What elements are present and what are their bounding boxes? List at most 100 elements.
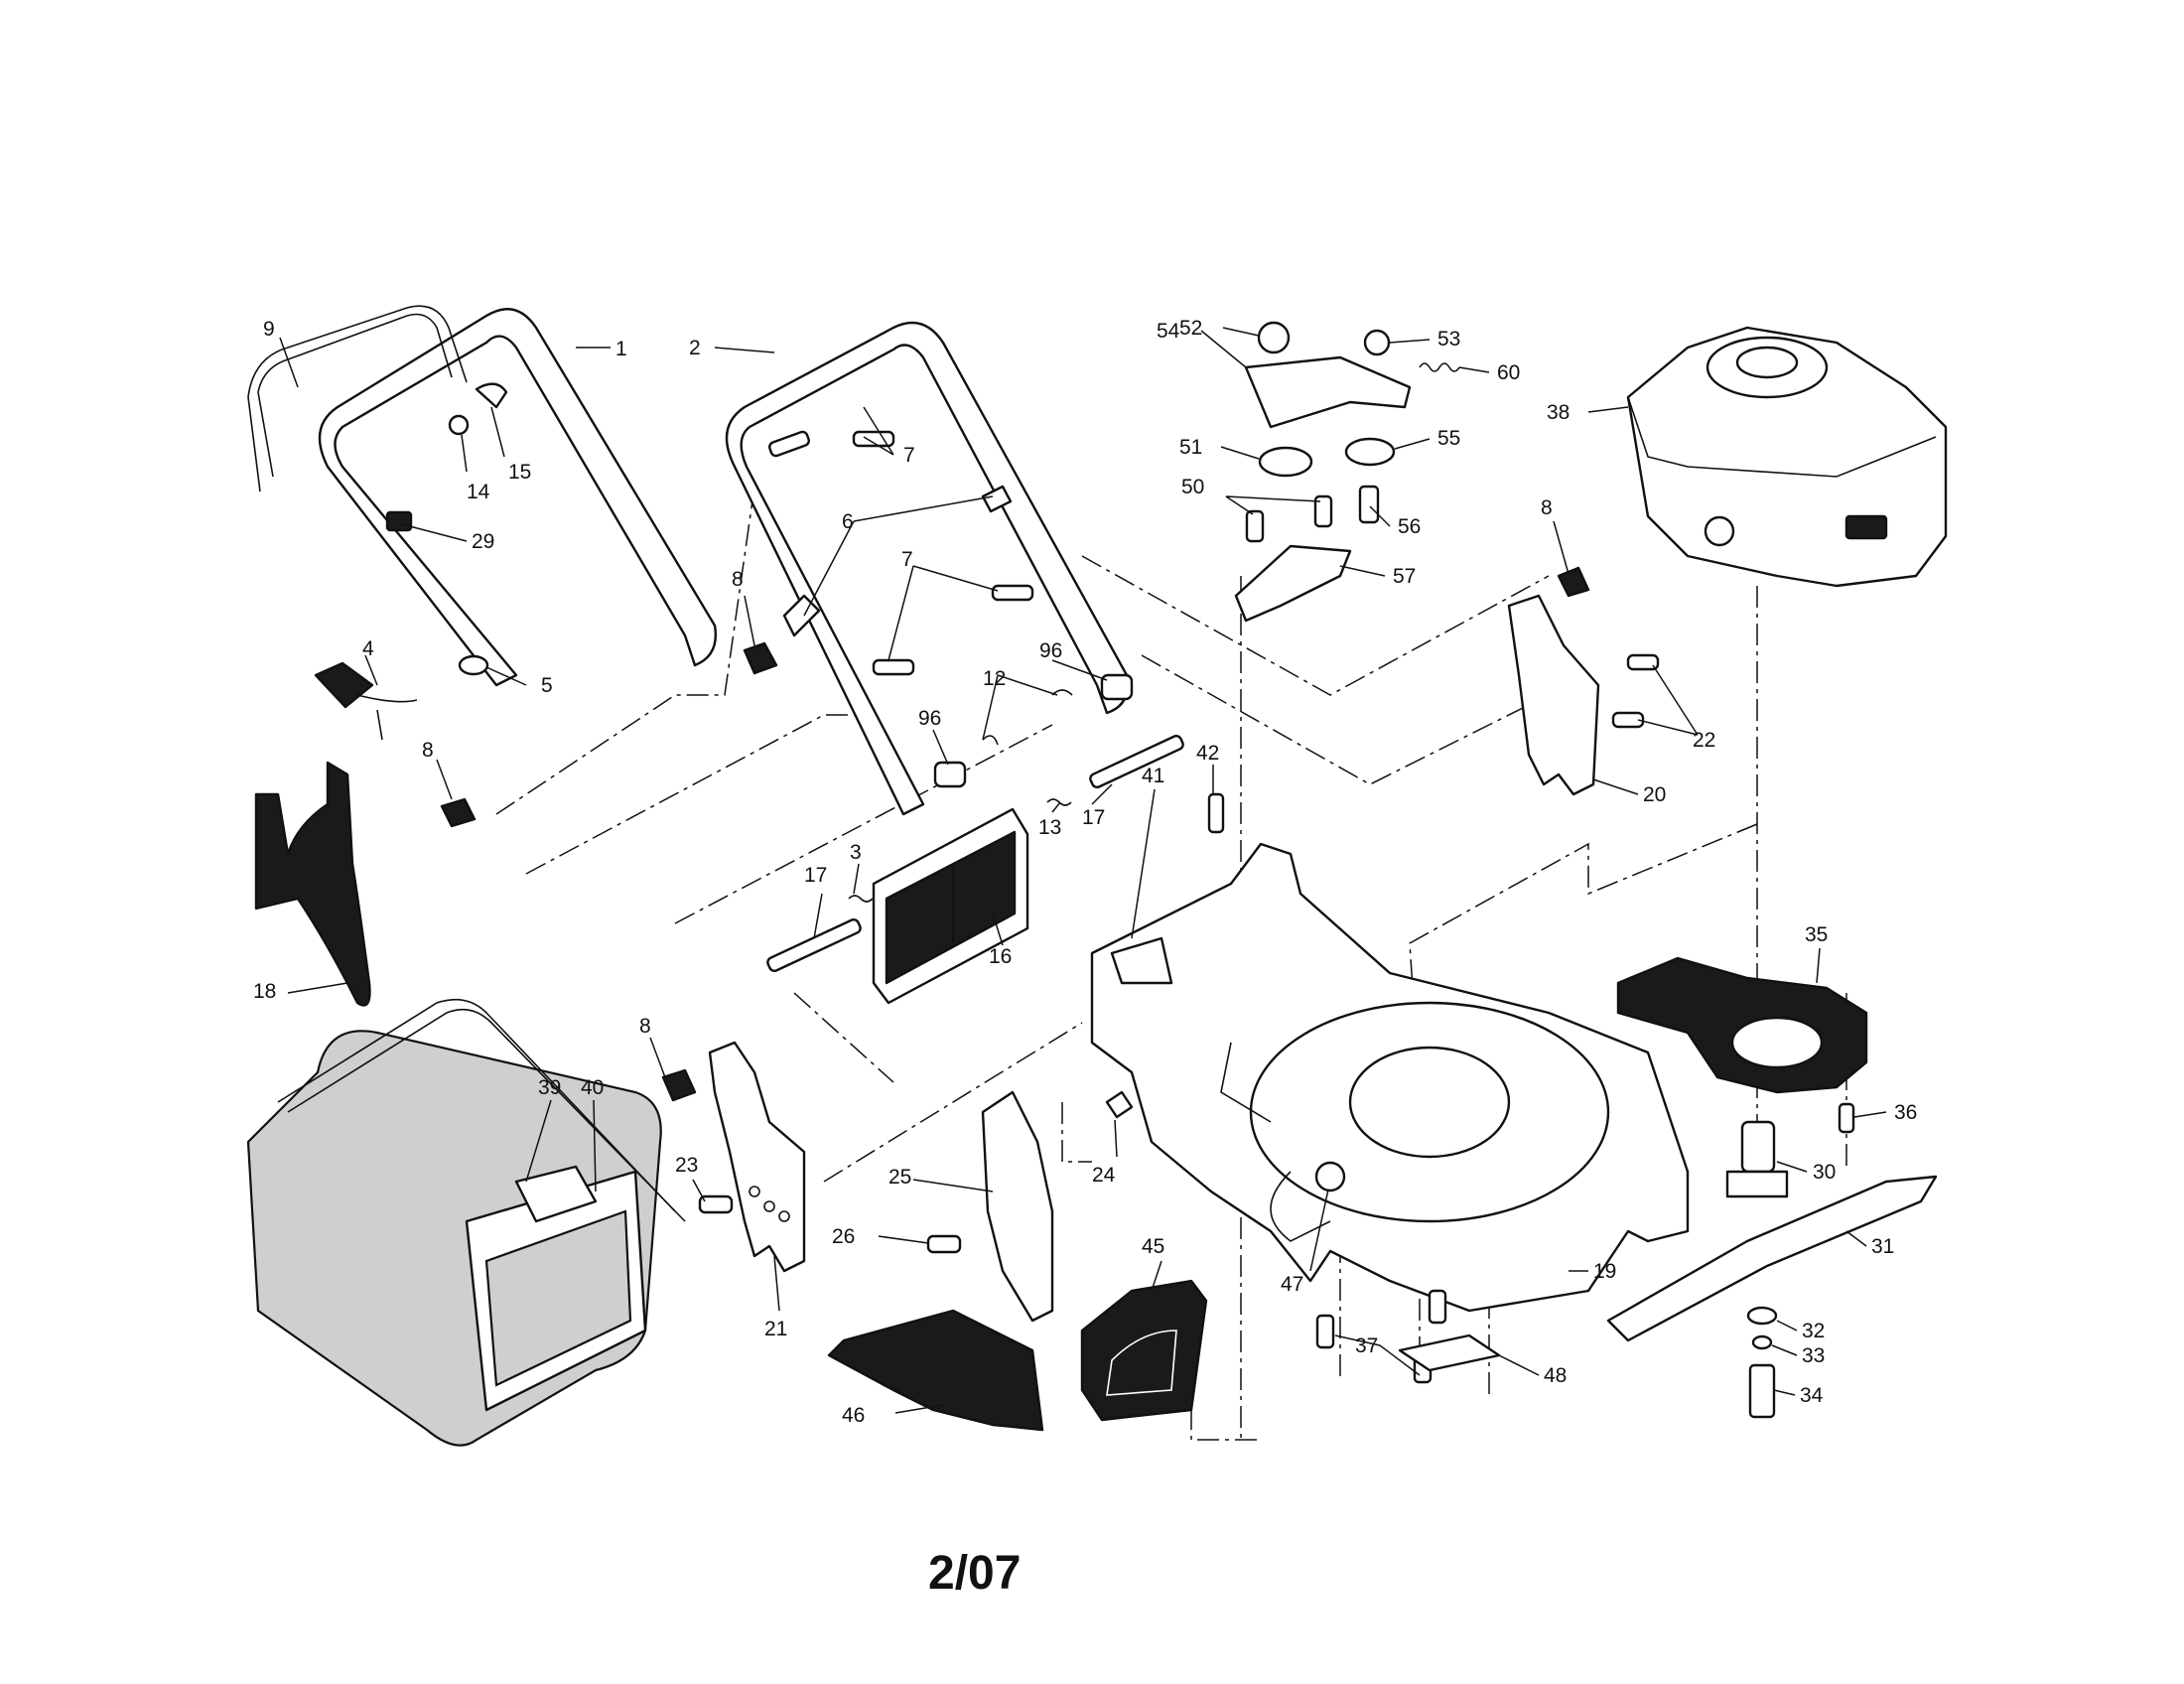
- knob-4: [314, 661, 374, 709]
- callout-7b: 7: [901, 548, 913, 571]
- callout-26: 26: [832, 1225, 855, 1248]
- callout-35: 35: [1805, 923, 1828, 946]
- callout-56: 56: [1398, 515, 1421, 538]
- callout-17b: 17: [1082, 806, 1105, 829]
- callouts: 9 1 15 14 29 4 5 8 18 2 7 6 8 7 96 12 96…: [253, 317, 1917, 1427]
- bolt-22a: [1626, 653, 1660, 671]
- callout-19: 19: [1593, 1260, 1616, 1283]
- callout-15: 15: [508, 461, 531, 484]
- rear-door-assembly: [766, 734, 1184, 1005]
- callout-47: 47: [1281, 1273, 1303, 1296]
- wing-nut-8d: [1557, 566, 1590, 598]
- bolt-23: [698, 1194, 734, 1214]
- spring-3: [848, 895, 874, 903]
- callout-34: 34: [1800, 1384, 1824, 1407]
- callout-30: 30: [1813, 1161, 1836, 1184]
- spring-13: [1046, 798, 1072, 806]
- bolt-36: [1838, 1102, 1855, 1134]
- clip-96a: [933, 761, 967, 788]
- bolt-7b-2: [872, 658, 915, 676]
- arm-57: [1234, 544, 1352, 623]
- flap-46: [827, 1309, 1044, 1432]
- callout-39: 39: [538, 1076, 561, 1099]
- callout-8c: 8: [639, 1015, 651, 1038]
- bolt-47: [1314, 1161, 1346, 1193]
- callout-54: 54: [1157, 320, 1180, 343]
- callout-6: 6: [842, 510, 854, 533]
- callout-38: 38: [1547, 401, 1570, 424]
- plate-41: [1110, 936, 1173, 985]
- callout-40: 40: [581, 1076, 604, 1099]
- callout-3: 3: [850, 841, 862, 864]
- spring-60: [1419, 362, 1460, 372]
- upper-handle: [247, 305, 717, 828]
- cable-tie-6-2: [981, 485, 1013, 513]
- callout-21: 21: [764, 1318, 787, 1340]
- wing-nut-8c: [661, 1068, 697, 1102]
- bolt-34: [1748, 1363, 1776, 1419]
- callout-96a: 96: [1039, 639, 1062, 662]
- callout-31: 31: [1871, 1235, 1894, 1258]
- bolt-37a: [1315, 1314, 1335, 1349]
- cover-45: [1080, 1279, 1208, 1422]
- rod-17a: [766, 917, 862, 973]
- callout-14: 14: [467, 481, 490, 503]
- callout-96b: 96: [918, 707, 941, 730]
- height-bracket-left: [661, 1041, 806, 1273]
- clip-15: [475, 382, 508, 409]
- blade-stack: [1606, 1120, 1938, 1419]
- bolt-26: [926, 1234, 962, 1254]
- hairpin-12: [982, 689, 1073, 746]
- callout-8a: 8: [422, 739, 434, 762]
- callout-55: 55: [1437, 427, 1460, 450]
- callout-1: 1: [615, 338, 627, 360]
- callout-8d: 8: [1541, 496, 1553, 519]
- callout-9: 9: [263, 318, 275, 341]
- blade-31: [1606, 1175, 1938, 1342]
- callout-2: 2: [689, 337, 701, 359]
- bolt-37c: [1428, 1289, 1447, 1325]
- clip-96b: [1100, 673, 1134, 701]
- callout-25: 25: [888, 1166, 911, 1189]
- wing-nut-8a: [440, 797, 477, 828]
- mulch-plug-18: [254, 761, 371, 1007]
- deck: [1090, 792, 1690, 1313]
- callout-53: 53: [1437, 328, 1460, 351]
- washer-5: [458, 654, 489, 676]
- callout-46: 46: [842, 1404, 865, 1427]
- callout-60: 60: [1497, 361, 1520, 384]
- callout-17a: 17: [804, 864, 827, 887]
- cable-tie-6: [782, 594, 821, 637]
- callout-16: 16: [989, 945, 1012, 968]
- callout-8b: 8: [732, 568, 744, 591]
- callout-24: 24: [1092, 1164, 1116, 1187]
- leader-lines: [279, 327, 1887, 1414]
- callout-29: 29: [472, 530, 494, 553]
- bolt-7a-2: [768, 430, 810, 458]
- callout-13: 13: [1038, 816, 1061, 839]
- callout-41: 41: [1142, 765, 1164, 787]
- callout-52: 52: [1179, 317, 1202, 340]
- grass-bag: [246, 998, 686, 1447]
- bracket-54: [1244, 355, 1412, 429]
- cable-guide-29: [385, 510, 413, 532]
- bolt-7b: [991, 584, 1034, 602]
- nut-24: [1105, 1090, 1134, 1119]
- rod-17b: [1089, 734, 1184, 789]
- pulley-assembly: [1234, 321, 1460, 623]
- height-bracket-right: [1507, 566, 1660, 796]
- callout-57: 57: [1393, 565, 1416, 588]
- callout-23: 23: [675, 1154, 698, 1177]
- callout-37: 37: [1355, 1334, 1378, 1357]
- lockwasher-33: [1751, 1334, 1773, 1350]
- nut-52: [1257, 321, 1291, 354]
- date-code: 2/07: [928, 1547, 1021, 1600]
- chute-25: [981, 1090, 1054, 1323]
- bolt-7a: [852, 430, 895, 448]
- pulley-51: [1258, 446, 1313, 478]
- callout-22: 22: [1693, 729, 1715, 752]
- washer-32: [1746, 1306, 1778, 1326]
- callout-5: 5: [541, 674, 553, 697]
- pulley-55: [1344, 437, 1396, 467]
